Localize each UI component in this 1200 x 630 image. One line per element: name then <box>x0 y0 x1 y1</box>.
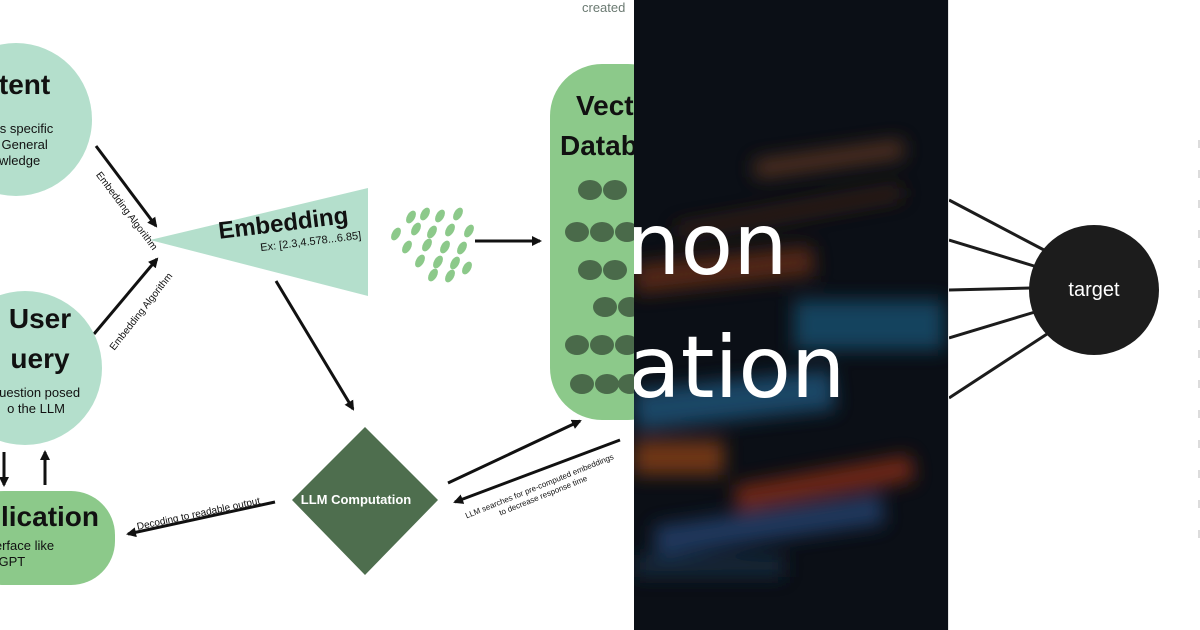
user-query-title-line: uery <box>10 343 70 374</box>
scroll-guide-dash <box>1198 470 1200 478</box>
vector-database-node: Vect Datab <box>550 64 634 420</box>
user-query-description: question posed o the LLM <box>0 385 110 417</box>
diagram-panel: created ntent ness specific xt, General … <box>0 0 634 585</box>
target-label: target <box>1068 279 1120 301</box>
scroll-guide-dash <box>1198 350 1200 358</box>
scroll-guide-dash <box>1198 410 1200 418</box>
scroll-guide-dash <box>1198 380 1200 388</box>
created-caption: created <box>582 0 626 15</box>
scroll-guide-dash <box>1198 170 1200 178</box>
user-query-desc-line: o the LLM <box>7 401 65 416</box>
overlay-text-line: non <box>634 195 788 295</box>
scroll-guide-dash <box>1198 320 1200 328</box>
llm-computation-diamond <box>292 427 438 575</box>
user-query-title: User uery <box>0 299 110 379</box>
diagram-edges <box>0 145 621 575</box>
photo-panel: non ation <box>634 0 948 630</box>
content-desc-line: ness specific <box>0 121 54 136</box>
scroll-guide-dash <box>1198 200 1200 208</box>
content-title: ntent <box>0 69 51 100</box>
content-desc-line: owledge <box>0 153 41 168</box>
scroll-guide-dash <box>1198 290 1200 298</box>
scroll-guide-dash <box>1198 530 1200 538</box>
vector-database-title-line: Vect <box>576 90 634 121</box>
embedding-vector-dashes <box>391 207 474 283</box>
content-description: ness specific xt, General owledge <box>0 121 92 169</box>
blurred-code-photo <box>634 0 948 630</box>
application-description: nterface like at GPT <box>0 538 124 570</box>
arrow-embedding-to-llm <box>274 280 355 411</box>
arrow-query-to-embedding <box>92 257 159 335</box>
application-node: lication nterface like at GPT <box>0 491 115 585</box>
embedding-triangle <box>150 188 368 296</box>
arrow-llm-to-application <box>126 500 276 538</box>
overlay-text-line: ation <box>634 318 846 418</box>
application-desc-line: at GPT <box>0 554 26 569</box>
arrow-content-to-embedding <box>94 145 158 228</box>
vector-database-dots <box>565 180 634 394</box>
target-edge <box>949 198 1045 252</box>
content-desc-line: xt, General <box>0 137 48 152</box>
vector-database-title: Vect Datab <box>560 86 634 166</box>
application-desc-line: nterface like <box>0 538 55 553</box>
target-panel: target <box>948 0 1200 630</box>
user-query-title-line: User <box>8 303 72 334</box>
scroll-guide-dash <box>1198 230 1200 238</box>
scroll-guide-dash <box>1198 440 1200 448</box>
target-edge <box>949 310 1036 340</box>
vector-database-title-line: Datab <box>560 130 634 161</box>
user-query-desc-line: question posed <box>0 385 81 400</box>
application-title: lication <box>0 501 99 532</box>
target-connections <box>949 140 1200 538</box>
llm-computation-label: LLM Computation <box>300 492 412 507</box>
arrow-db-to-llm <box>453 438 621 504</box>
target-edge <box>949 238 1035 268</box>
target-node: target <box>1029 225 1159 355</box>
arrow-llm-to-db <box>447 419 582 485</box>
scroll-guide-dash <box>1198 260 1200 268</box>
scroll-guide-dash <box>1198 500 1200 508</box>
target-edge <box>949 286 1032 292</box>
target-edge <box>949 332 1048 400</box>
scroll-guide-dash <box>1198 140 1200 148</box>
